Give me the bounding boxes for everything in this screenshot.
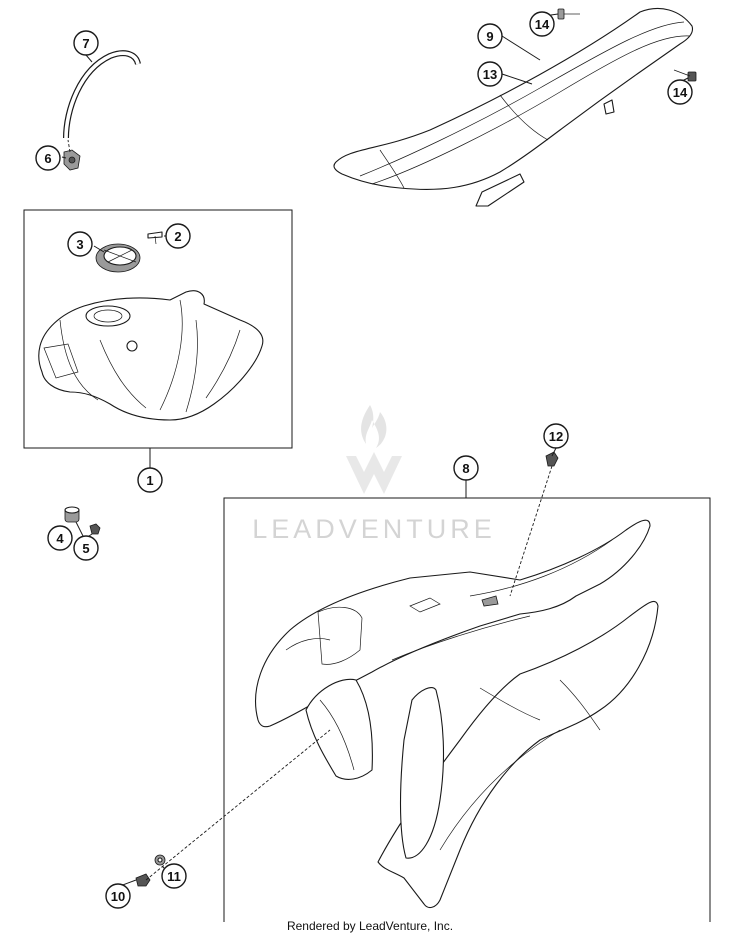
tank-screw-part [147,231,163,245]
assembly-line-hose [67,139,71,153]
spacer-bolt-part [89,523,101,535]
callout-12[interactable]: 12 [543,423,569,449]
side-panel-upper-part [255,519,651,728]
callout-9[interactable]: 9 [477,23,503,49]
svg-text:10: 10 [111,889,125,904]
svg-text:4: 4 [56,531,64,546]
callout-10[interactable]: 10 [105,883,131,909]
panel-bolt-part [135,873,151,887]
leadventure-watermark-logo [346,405,402,494]
breather-hose-part [63,50,141,139]
seat-bolt-top [557,8,580,20]
assembly-line-lower [145,729,331,881]
svg-text:9: 9 [486,29,493,44]
svg-text:8: 8 [462,461,469,476]
svg-text:14: 14 [535,17,550,32]
svg-text:2: 2 [174,229,181,244]
hose-fitting-part [63,149,81,171]
svg-text:1: 1 [146,473,153,488]
panel-upper-bolt-part [545,451,559,467]
seat-bolt-right [673,69,697,82]
callout-8[interactable]: 8 [453,455,479,481]
svg-text:14: 14 [673,85,688,100]
fuel-tank-group-frame [23,209,293,449]
callout-7[interactable]: 7 [73,30,99,56]
callout-4[interactable]: 4 [47,525,73,551]
svg-text:5: 5 [82,541,89,556]
seat-part [333,8,694,207]
assembly-line-upper [509,465,553,597]
callout-11[interactable]: 11 [161,863,187,889]
callout-14-top[interactable]: 14 [529,11,555,37]
footer-credit: Rendered by LeadVenture, Inc. [287,919,453,933]
callout-1[interactable]: 1 [137,467,163,493]
svg-text:6: 6 [44,151,51,166]
svg-text:13: 13 [483,67,497,82]
side-panel-group-frame [223,497,711,922]
callout-13[interactable]: 13 [477,61,503,87]
svg-text:3: 3 [76,237,83,252]
watermark-brand-text: LEADVENTURE [252,514,496,544]
callout-5[interactable]: 5 [73,535,99,561]
callout-6[interactable]: 6 [35,145,61,171]
svg-text:12: 12 [549,429,563,444]
callout-14-right[interactable]: 14 [667,79,693,105]
callout-2[interactable]: 2 [165,223,191,249]
panel-washer-part [154,854,166,866]
fuel-tank-part [38,290,264,421]
callout-3[interactable]: 3 [67,231,93,257]
side-panel-lower-right-part [377,601,659,909]
spacer-part [64,506,80,523]
svg-text:7: 7 [82,36,89,51]
svg-text:11: 11 [167,869,181,884]
filler-cap-part [95,243,141,273]
side-panel-lower-left-part [305,678,373,780]
